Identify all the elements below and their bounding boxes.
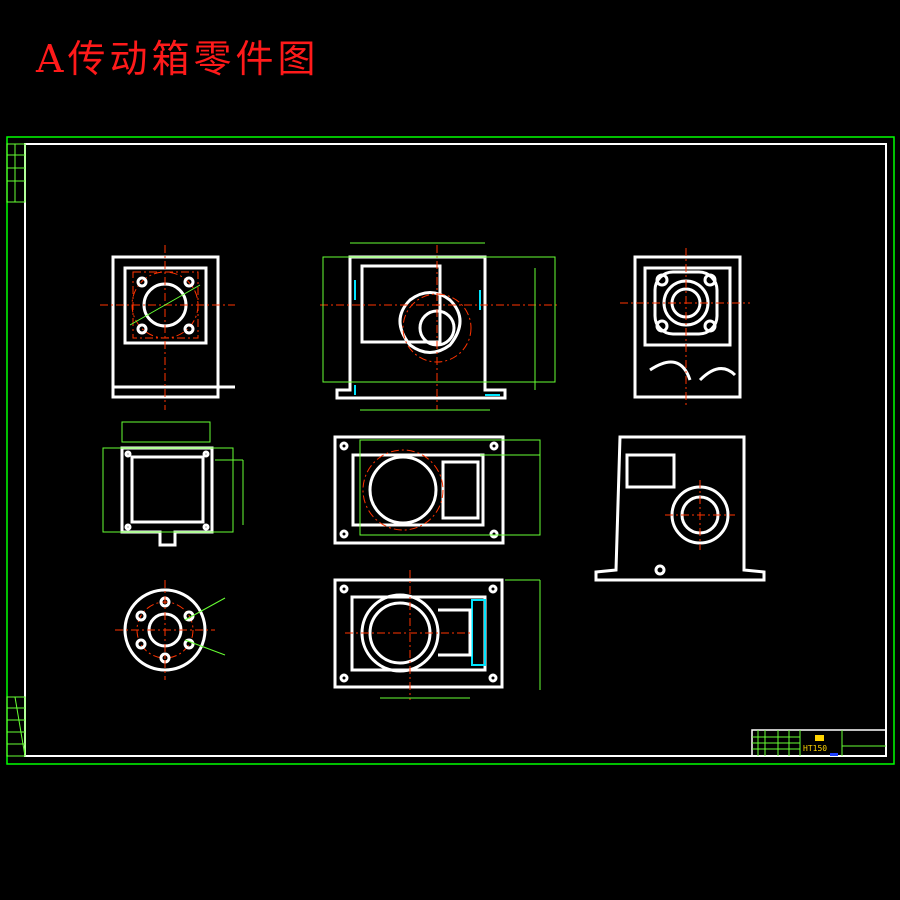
binding-strip-top-lines — [7, 144, 25, 202]
view-top-left — [100, 245, 235, 410]
drawing-title: A传动箱零件图 — [36, 37, 320, 81]
binding-strip-top — [6, 143, 26, 203]
view-bottom-left-flange — [115, 580, 226, 680]
drawing-name-block — [815, 735, 824, 741]
title-block — [751, 729, 887, 757]
view-bottom-center-section — [333, 570, 541, 700]
view-middle-center — [333, 435, 541, 545]
inner-frame — [24, 143, 887, 757]
view-middle-right — [594, 435, 766, 582]
material-text: HT150 — [803, 744, 828, 753]
view-top-middle-section — [320, 242, 560, 411]
binding-strip-bottom-lines — [7, 696, 26, 757]
scale-block — [830, 753, 838, 756]
view-middle-left — [102, 421, 244, 547]
view-top-right — [620, 248, 750, 405]
binding-strip-bottom — [6, 696, 26, 757]
outer-frame — [6, 136, 895, 765]
